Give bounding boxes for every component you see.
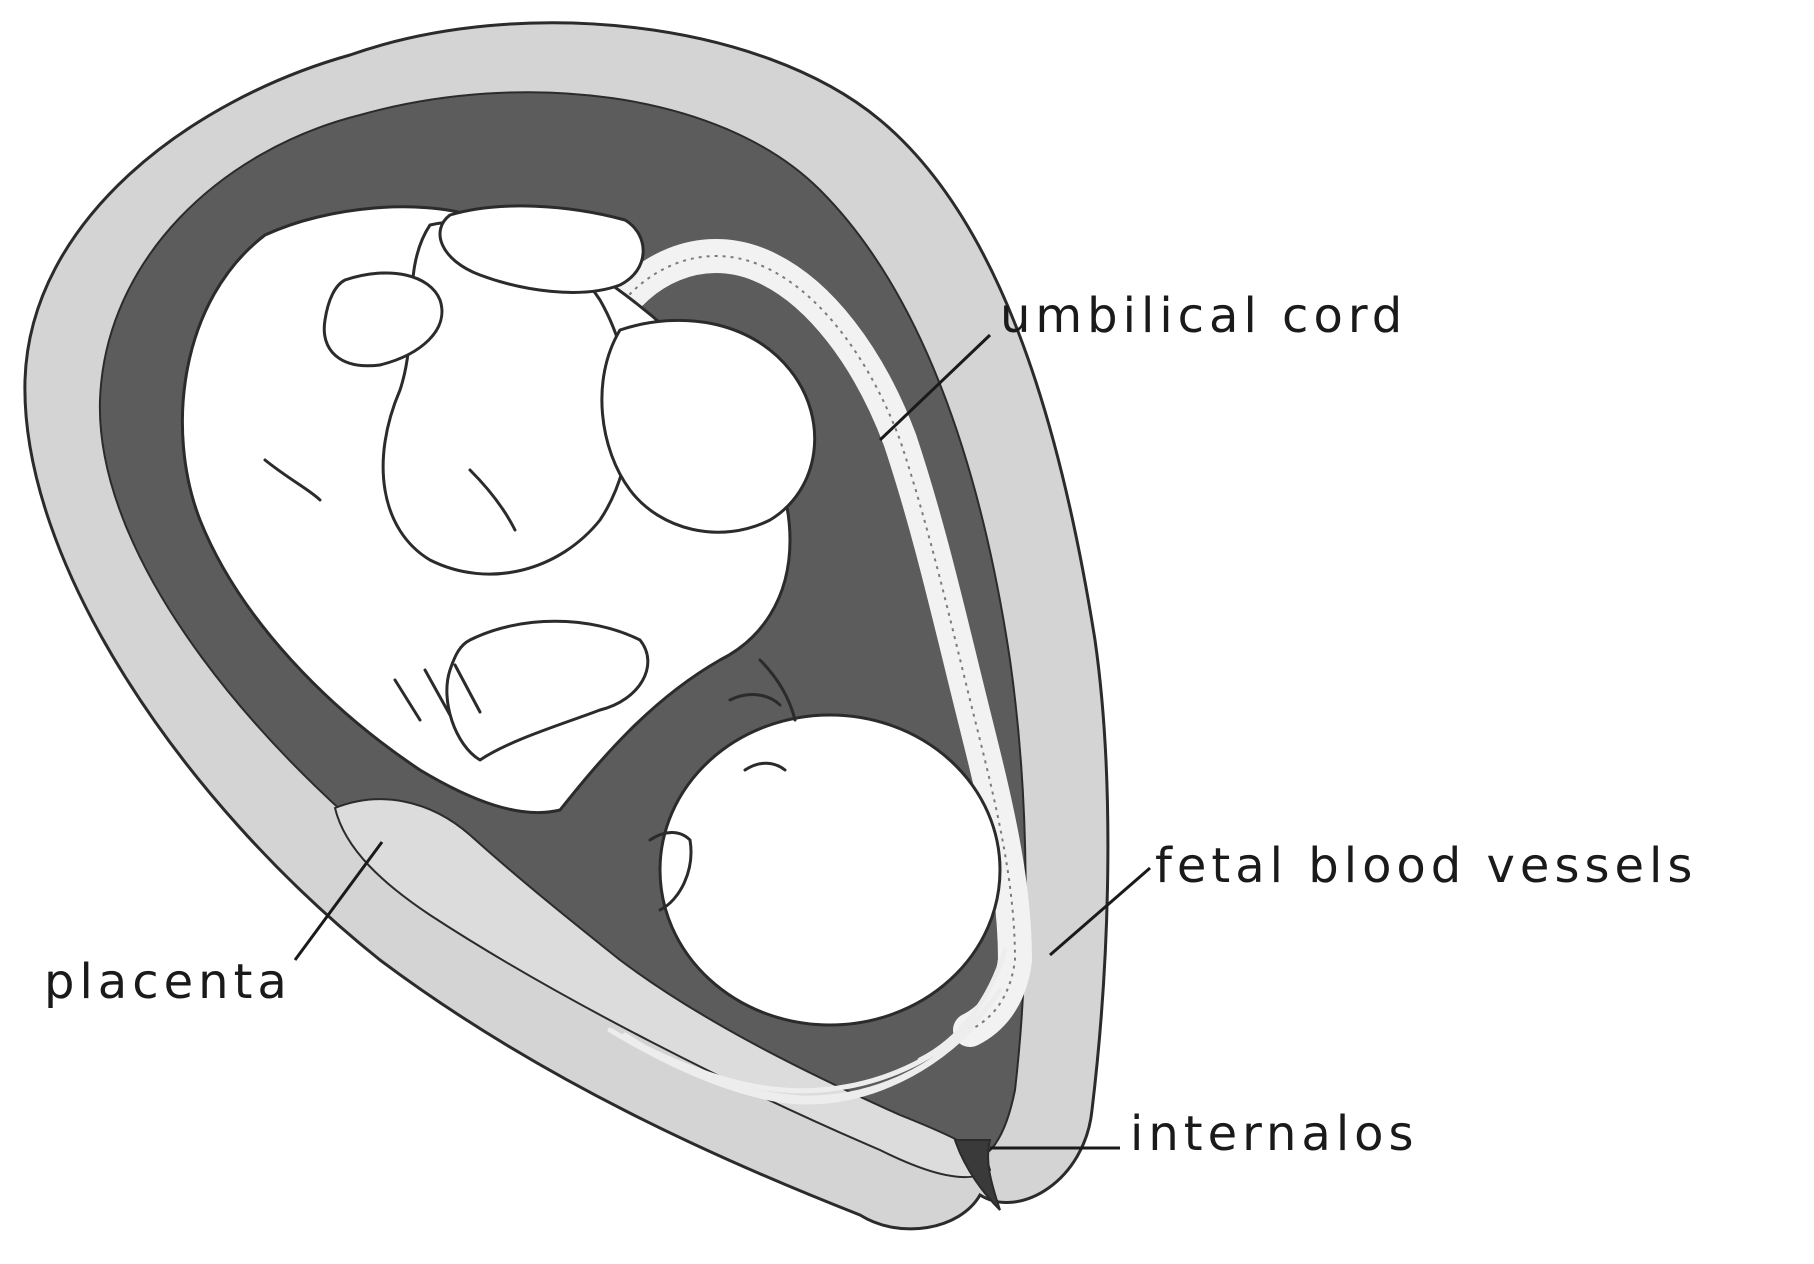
label-fetal-blood-vessels: fetal blood vessels [1155,842,1697,890]
fetus-head [660,715,1000,1025]
label-internal-os: internalos [1130,1110,1419,1158]
label-placenta: placenta [44,958,292,1006]
label-umbilical-cord: umbilical cord [1000,292,1407,340]
